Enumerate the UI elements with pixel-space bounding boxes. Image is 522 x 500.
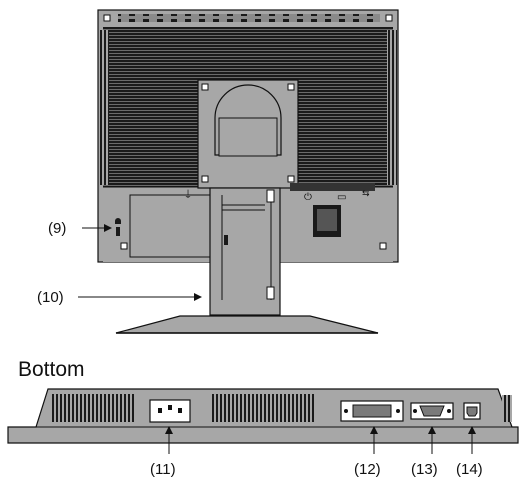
bottom-vents-left [52, 394, 136, 422]
screw-icon [103, 14, 111, 22]
screw-icon [201, 83, 209, 91]
callout-label-10: (10) [37, 289, 64, 306]
stand-base [115, 315, 379, 334]
callout-label-13: (13) [411, 461, 438, 478]
side-vents-right [387, 30, 397, 185]
screw-icon [287, 83, 295, 91]
callout-label-11: (11) [150, 461, 176, 478]
cable-cover [129, 194, 211, 258]
screw-icon [201, 175, 209, 183]
ac-power-connector-icon [149, 399, 191, 423]
top-vent-strip [118, 14, 380, 22]
screw-icon [120, 242, 128, 250]
bottom-vents-middle [211, 394, 315, 422]
bottom-vents-right [502, 395, 512, 422]
rear-view: ⏻ ▭ ⇆ ⏚ (9) (10) [37, 9, 399, 334]
cable-clip [224, 235, 228, 245]
cable-clip [266, 286, 275, 300]
screw-icon [379, 242, 387, 250]
screw-icon [385, 14, 393, 22]
bottom-view-title: Bottom [18, 358, 85, 381]
callout-label-9: (9) [48, 220, 66, 237]
callout-label-12: (12) [354, 461, 381, 478]
screw-icon [287, 175, 295, 183]
monitor-symbol-icon: ▭ [337, 192, 346, 203]
bottom-view: (11) (12) (13) (14) [7, 388, 519, 478]
cable-clip [266, 189, 275, 203]
callout-label-14: (14) [456, 461, 483, 478]
ac-symbol-icon: ⏚ [183, 189, 193, 201]
usb-symbol-icon: ⇆ [362, 189, 370, 199]
rear-connector-strip [290, 183, 375, 191]
hinge-block [218, 117, 278, 157]
side-vents-left [99, 30, 109, 185]
kensington-slot-icon [116, 227, 120, 236]
power-symbol-icon: ⏻ [304, 192, 312, 203]
